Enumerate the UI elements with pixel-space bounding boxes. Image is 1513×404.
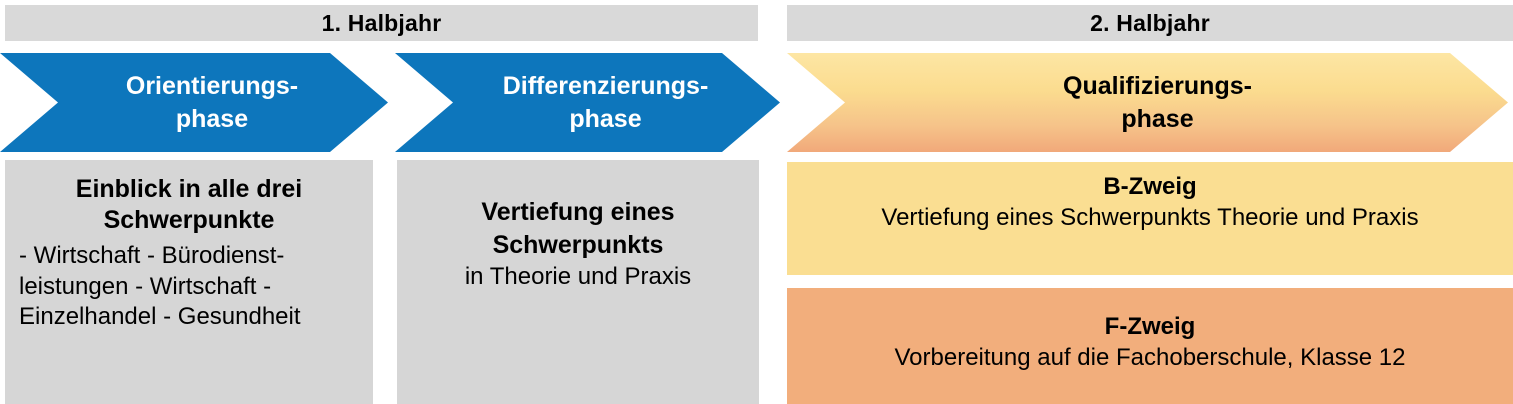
panel-mid-normal-line-1: in	[464, 263, 484, 290]
panel-left-title-line-2: Schwerpunkte	[103, 205, 275, 234]
panel-b-zweig-sub-line-2: Theorie und Praxis	[1217, 204, 1419, 231]
phase-arrow-qualifizierungsphase-label: Qualifizierungs- phase	[1043, 70, 1252, 136]
panel-mid-bold-line-1: Vertiefung	[481, 198, 604, 226]
phase-arrow-orientierungsphase: Orientierungs- phase	[0, 53, 388, 152]
panel-left-bullet-1-line-2: leistungen	[19, 272, 129, 300]
panel-f-zweig-subtitle: Vorbereitung auf die Fachoberschule, Kla…	[797, 342, 1503, 373]
phase-label-line-1: Differenzierungs-	[502, 71, 709, 100]
panel-f-zweig: F-Zweig Vorbereitung auf die Fachobersch…	[787, 288, 1513, 404]
header-halbjahr-1: 1. Halbjahr	[5, 5, 758, 41]
panel-f-zweig-title: F-Zweig	[1104, 313, 1196, 340]
panel-left-bullet-list: - Wirtschaft - Bürodienst- leistungen - …	[15, 241, 363, 333]
phase-arrow-orientierungsphase-label: Orientierungs- phase	[90, 70, 298, 136]
panel-mid-normal-line-2: Theorie und Praxis	[489, 263, 692, 290]
panel-b-zweig-subtitle: Vertiefung eines Schwerpunkts Theorie un…	[797, 202, 1503, 233]
panel-orientierungsphase-inhalt: Einblick in alle drei Schwerpunkte - Wir…	[5, 160, 373, 404]
phase-label-line-2: phase	[569, 104, 642, 133]
panel-left-bullet-3: - Gesundheit	[163, 303, 301, 331]
phase-label-line-1: Orientierungs-	[125, 71, 299, 100]
panel-left-bullet-2: - Wirtschaft - Einzelhandel	[19, 272, 272, 331]
phase-label-line-1: Qualifizierungs-	[1063, 71, 1252, 100]
header-halbjahr-2: 2. Halbjahr	[787, 5, 1513, 41]
header-halbjahr-2-label: 2. Halbjahr	[1090, 9, 1210, 36]
phase-arrow-differenzierungsphase-label: Differenzierungs- phase	[467, 70, 709, 136]
panel-left-bullet-1-line-1: - Wirtschaft - Bürodienst-	[19, 242, 285, 269]
header-halbjahr-1-label: 1. Halbjahr	[321, 9, 442, 36]
panel-f-zweig-sub-line-1: Vorbereitung auf die Fachoberschule, Kla…	[894, 344, 1406, 371]
panel-mid-bold-line-2: eines Schwerpunkts	[492, 198, 675, 259]
panel-mid-normal-text: in Theorie und Praxis	[407, 261, 749, 292]
panel-mid-bold-text: Vertiefung eines Schwerpunkts	[407, 196, 749, 261]
phase-arrow-qualifizierungsphase: Qualifizierungs- phase	[787, 53, 1508, 152]
phase-label-line-2: phase	[1121, 104, 1194, 133]
phase-label-line-2: phase	[175, 104, 249, 133]
panel-b-zweig-title: B-Zweig	[1103, 173, 1197, 200]
panel-b-zweig: B-Zweig Vertiefung eines Schwerpunkts Th…	[787, 162, 1513, 275]
phase-arrow-differenzierungsphase: Differenzierungs- phase	[395, 53, 780, 152]
panel-b-zweig-sub-line-1: Vertiefung eines Schwerpunkts	[881, 204, 1211, 231]
panel-left-title: Einblick in alle drei Schwerpunkte	[15, 174, 363, 235]
panel-differenzierungsphase-inhalt: Vertiefung eines Schwerpunkts in Theorie…	[397, 160, 759, 404]
panel-left-title-line-1: Einblick in alle drei	[75, 175, 303, 203]
